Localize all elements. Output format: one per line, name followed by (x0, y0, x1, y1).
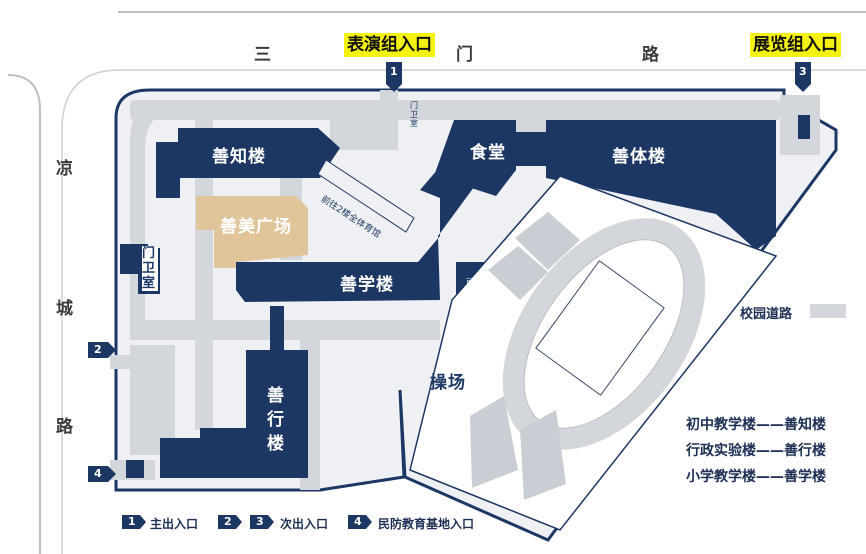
label-playground: 操场 (430, 373, 466, 393)
entrance-markers (88, 62, 811, 482)
label-shanxue: 善学楼 (340, 275, 394, 295)
building-small-1 (126, 460, 144, 478)
entrance-marker-2 (88, 342, 108, 358)
street-west-char-3: 路 (56, 417, 73, 437)
legend-road-label: 校园道路 (740, 307, 793, 322)
building-key-1: 初中教学楼——善知楼 (686, 417, 826, 433)
building-shanxing (246, 350, 308, 478)
entrance-number-3: 3 (799, 65, 807, 78)
label-shanmei: 善美广场 (220, 217, 292, 237)
legend-secondary-entrance: 次出入口 (280, 517, 329, 531)
label-shanxing: 善行楼 (267, 386, 285, 454)
sports-field (409, 175, 778, 531)
legend-num-4: 4 (354, 515, 362, 528)
label-gatehouse-top: 门卫室 (410, 101, 418, 128)
entrance-number-2: 2 (94, 343, 102, 356)
street-west-char-2: 城 (56, 299, 73, 319)
legend-num-1: 1 (128, 515, 136, 528)
street-north-char-2: 门 (456, 45, 473, 65)
street-edge-west (7, 74, 41, 554)
legend-road-swatch (810, 304, 846, 318)
label-podium: 司令台 (466, 278, 473, 302)
legend-main-entrance: 主出入口 (150, 517, 199, 531)
performance-entrance-label: 表演组入口 (344, 33, 435, 57)
building-small-2 (798, 115, 810, 139)
entrance-number-4: 4 (94, 467, 102, 480)
building-shanti (546, 120, 776, 250)
street-north-char-1: 三 (254, 45, 271, 65)
label-gatehouse-left: 门卫室 (142, 246, 158, 291)
plaza-shanmei (196, 196, 308, 268)
entrance-marker-4 (88, 466, 108, 482)
building-shanxue (236, 148, 488, 302)
label-shanti: 善体楼 (612, 147, 666, 167)
legend-num-3: 3 (256, 515, 264, 528)
building-shanxing-low (160, 428, 246, 478)
entrance-marker-1 (386, 62, 402, 84)
connector-shanxing (270, 306, 284, 350)
street-inner-edge (61, 69, 866, 554)
legend-markers (122, 515, 372, 529)
tennis-courts (488, 212, 580, 300)
soccer-field (535, 260, 665, 396)
basketball-courts (470, 396, 566, 500)
label-shanzhi: 善知楼 (212, 147, 266, 167)
legend-civil-defense-entrance: 民防教育基地入口 (378, 517, 475, 531)
entrance-marker-3 (795, 62, 811, 84)
corridor-to-gym (317, 159, 415, 233)
connector-shitang-shanti (516, 132, 546, 166)
building-shitang (434, 120, 516, 196)
building-shanzhi (156, 128, 340, 198)
street-north-char-3: 路 (642, 45, 659, 65)
exhibition-entrance-label: 展览组入口 (750, 33, 841, 57)
legend-num-2: 2 (224, 515, 232, 528)
label-shitang: 食堂 (470, 143, 506, 163)
street-west-char-1: 凉 (56, 159, 73, 179)
entrance-number-1: 1 (390, 65, 398, 78)
building-key-2: 行政实验楼——善行楼 (686, 443, 826, 459)
building-key-3: 小学教学楼——善学楼 (686, 469, 826, 485)
